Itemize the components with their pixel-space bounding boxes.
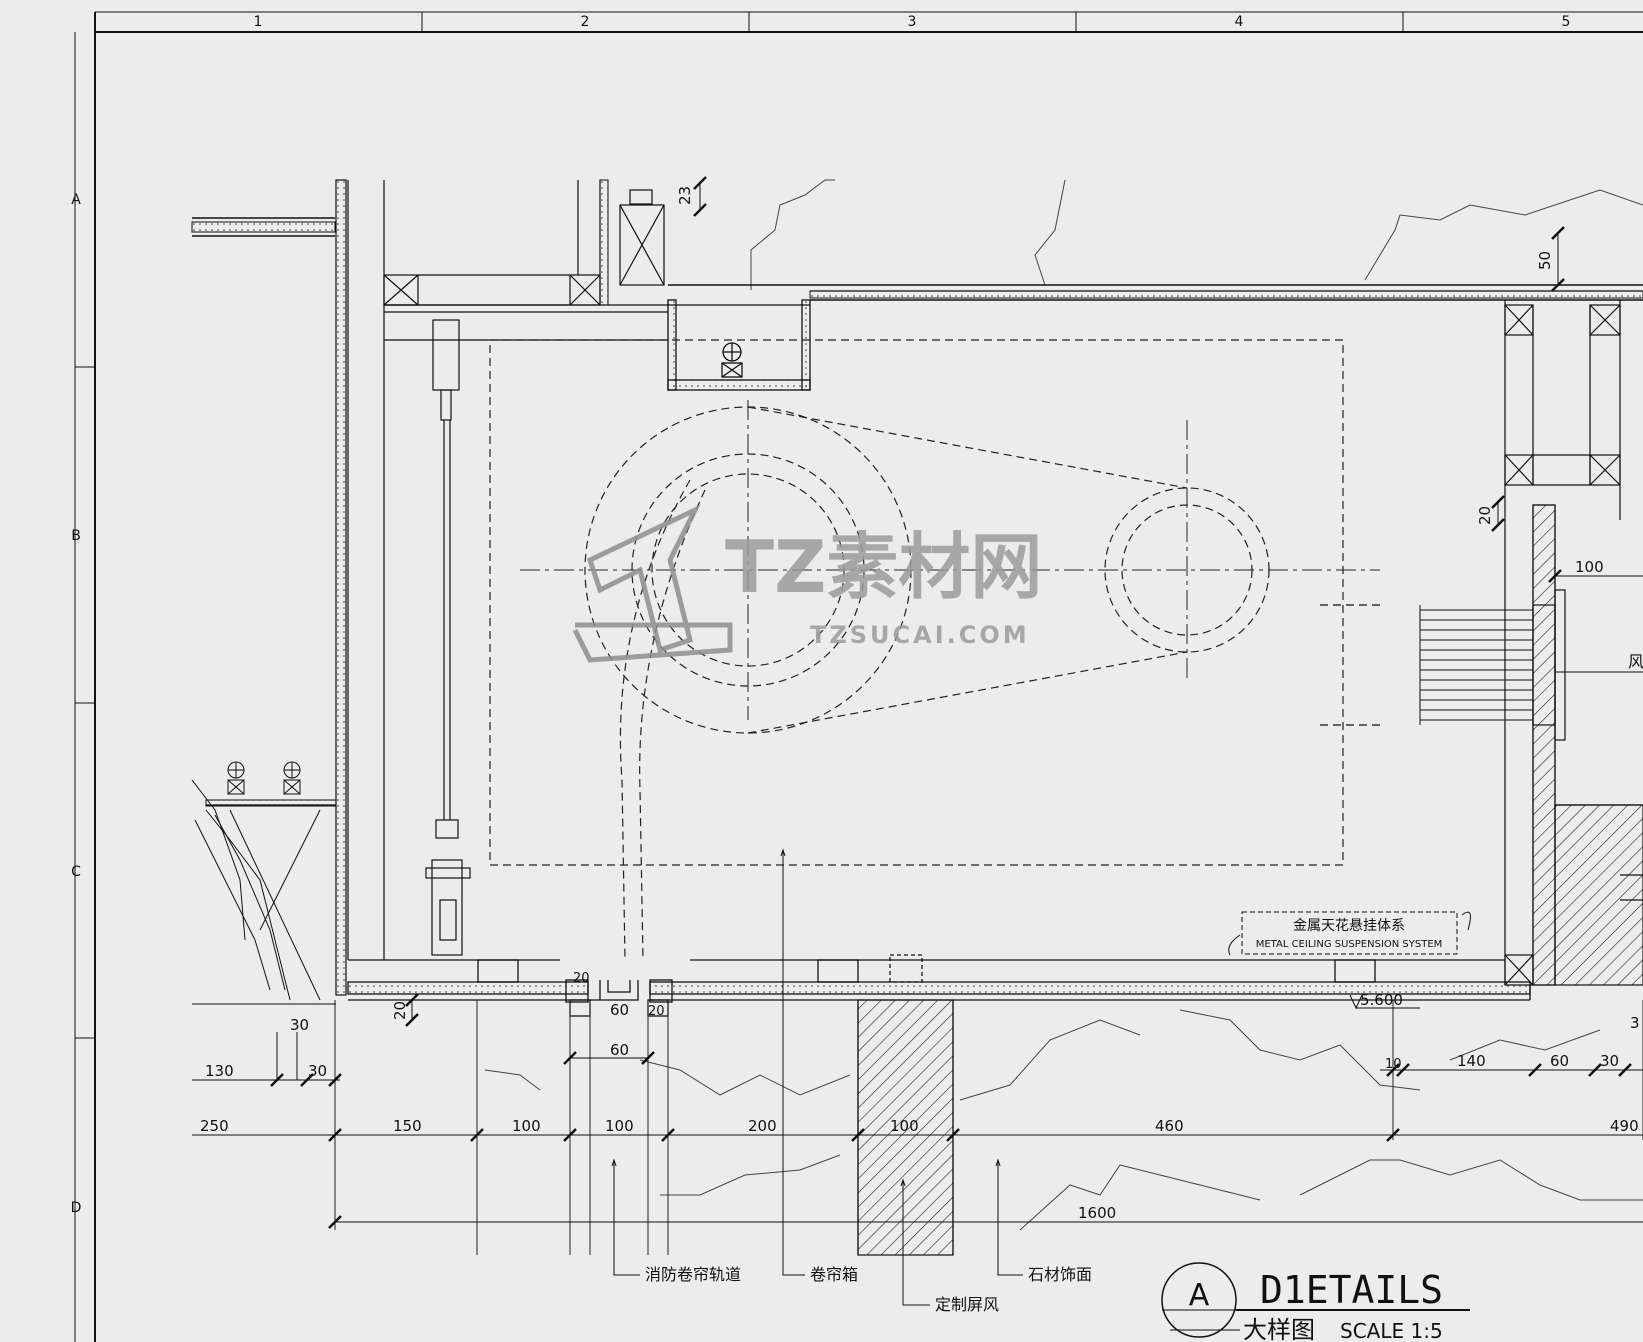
- dim-60-slot: 60: [610, 1001, 629, 1019]
- dimension-labels: 23 50 20 100 20 30 130 30 20 60 20 60 10…: [200, 186, 1640, 1222]
- chain-dim-250: 250: [200, 1117, 229, 1135]
- label-fire-shutter-track: 消防卷帘轨道: [645, 1265, 741, 1284]
- leader-labels: 消防卷帘轨道 卷帘箱 定制屏风 石材饰面 风: [645, 652, 1643, 1314]
- custom-screen: [857, 999, 954, 1256]
- row-labels: A B C D: [71, 192, 82, 1216]
- left-slab-section: [191, 179, 385, 1005]
- extension-lines: [334, 1000, 1643, 1255]
- dim-10: 10: [1385, 1057, 1402, 1072]
- watermark-brand: TZ素材网: [725, 525, 1042, 609]
- dim-60-row: 60: [610, 1041, 629, 1059]
- dim-23: 23: [676, 186, 694, 205]
- dim-3-r: 3: [1630, 1014, 1640, 1032]
- elevation-value: 5.600: [1360, 991, 1403, 1009]
- centerlines: [520, 400, 1380, 720]
- column-label-5: 5: [1562, 14, 1571, 30]
- ceiling-system-label-en: METAL CEILING SUSPENSION SYSTEM: [1256, 939, 1443, 950]
- concrete-break-lines: [484, 179, 1643, 1231]
- dim-20-right: 20: [1476, 506, 1494, 525]
- dim-30-top: 30: [290, 1016, 309, 1034]
- dim-130: 130: [205, 1062, 234, 1080]
- dim-30-r: 30: [1600, 1052, 1619, 1070]
- ceiling-system-label-cn: 金属天花悬挂体系: [1293, 918, 1405, 934]
- dim-20-gap-a: 20: [573, 971, 590, 986]
- row-label-a: A: [71, 192, 81, 208]
- chain-dim-100-a: 100: [512, 1117, 541, 1135]
- chain-dim-460: 460: [1155, 1117, 1184, 1135]
- hanging-rod: [425, 319, 471, 956]
- elevation-marker: [1349, 994, 1420, 1010]
- ceiling-system-callout: [1241, 911, 1458, 955]
- label-right-edge: 风: [1628, 652, 1643, 671]
- drawing-scale: SCALE 1:5: [1340, 1319, 1443, 1342]
- chain-dim-100-b: 100: [605, 1117, 634, 1135]
- dim-20-left: 20: [391, 1001, 409, 1020]
- drawing-subtitle: 大样图: [1243, 1316, 1315, 1342]
- label-custom-screen: 定制屏风: [935, 1295, 999, 1314]
- row-label-d: D: [71, 1200, 82, 1216]
- drawing-title: D1ETAILS: [1260, 1268, 1443, 1312]
- column-label-4: 4: [1235, 14, 1244, 30]
- watermark-url: TZSUCAI.COM: [810, 621, 1030, 649]
- dim-30-row: 30: [308, 1062, 327, 1080]
- ceiling-panel: [347, 954, 1531, 1017]
- column-label-1: 1: [254, 14, 263, 30]
- dim-100-right: 100: [1575, 558, 1604, 576]
- watermark: TZ素材网 TZSUCAI.COM: [572, 504, 1042, 663]
- right-wall-structure: [1320, 300, 1643, 986]
- sheet-border: [74, 11, 1643, 1342]
- column-label-3: 3: [908, 14, 917, 30]
- title-marker: A: [1189, 1278, 1210, 1313]
- watermark-logo-icon: [572, 504, 733, 663]
- dimension-lines: [192, 176, 1643, 1229]
- dim-50: 50: [1536, 251, 1554, 270]
- title-marker-circle: [1161, 1262, 1237, 1338]
- title-block: A D1ETAILS 大样图 SCALE 1:5: [1161, 1262, 1470, 1342]
- chain-dim-100-c: 100: [890, 1117, 919, 1135]
- chain-dim-200: 200: [748, 1117, 777, 1135]
- label-shutter-box: 卷帘箱: [810, 1265, 858, 1284]
- dim-60-r: 60: [1550, 1052, 1569, 1070]
- chain-dim-150: 150: [393, 1117, 422, 1135]
- column-label-2: 2: [581, 14, 590, 30]
- column-labels: 1 2 3 4 5: [254, 14, 1571, 30]
- dim-140: 140: [1457, 1052, 1486, 1070]
- dim-20-gap-b: 20: [648, 1004, 665, 1019]
- row-label-c: C: [71, 864, 81, 880]
- row-label-b: B: [71, 528, 81, 544]
- chain-dim-490: 490: [1610, 1117, 1639, 1135]
- shutter-box: [667, 299, 811, 391]
- top-beam-structure: [383, 179, 1643, 341]
- overall-dim-1600: 1600: [1078, 1204, 1116, 1222]
- shutter-outline-dashed: [489, 339, 1344, 961]
- leader-lines: [611, 671, 1643, 1306]
- hanger-symbols-left: [227, 761, 301, 795]
- label-stone-finish: 石材饰面: [1028, 1265, 1092, 1284]
